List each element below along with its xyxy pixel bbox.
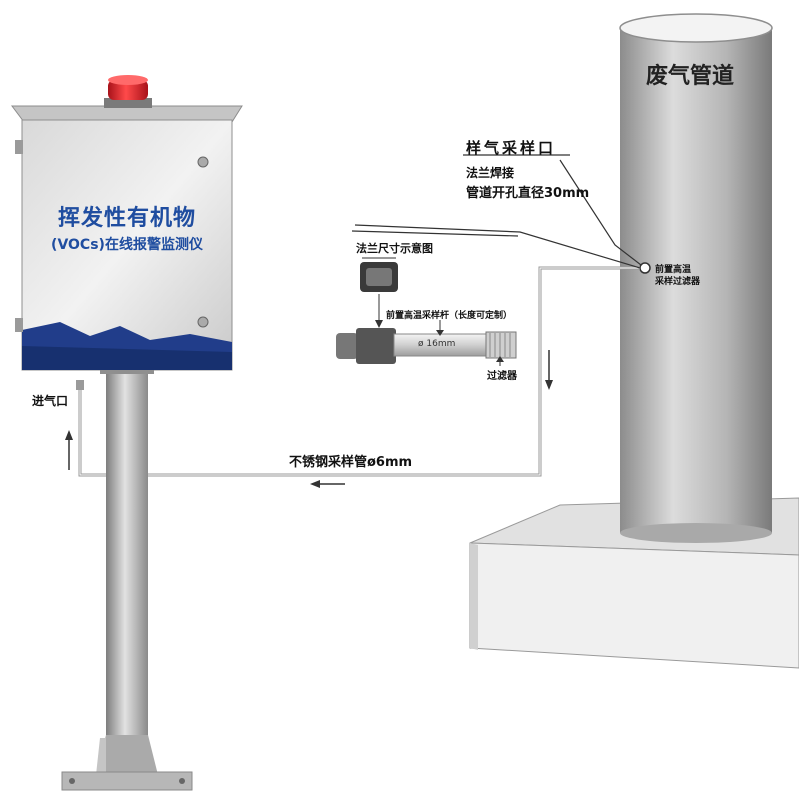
leader-line-flange — [354, 224, 641, 269]
probe-diameter-label: ø 16mm — [418, 339, 456, 349]
support-pole — [61, 372, 193, 791]
flange-weld-label: 法兰焊接 — [466, 166, 515, 180]
probe-rod-illustration — [336, 320, 517, 366]
monitor-cabinet — [11, 105, 243, 374]
flange-diagram-label: 法兰尺寸示意图 — [356, 242, 433, 255]
probe-rod-label: 前置高温采样杆（长度可定制） — [386, 311, 513, 321]
front-filter-label-2: 采样过滤器 — [655, 277, 701, 287]
pipe-hole-label: 管道开孔直径30mm — [466, 186, 590, 201]
alarm-beacon-icon — [104, 75, 152, 108]
flow-arrow-up — [65, 430, 73, 470]
sample-port-ring — [639, 262, 651, 274]
cabinet-title: 挥发性有机物 — [57, 206, 196, 231]
flange-illustration — [360, 257, 398, 328]
filter-label: 过滤器 — [487, 371, 517, 382]
flow-arrow-down — [545, 350, 553, 390]
waste-gas-pipe — [619, 13, 773, 543]
inlet-stub — [76, 380, 84, 390]
sample-port-label: 样气采样口 — [466, 139, 557, 157]
pipe-name-label: 废气管道 — [646, 64, 735, 89]
flow-arrow-left — [310, 480, 345, 488]
leader-line-port — [559, 159, 642, 266]
cabinet-subtitle: (VOCs)在线报警监测仪 — [51, 237, 203, 253]
tube-label: 不锈钢采样管ø6mm — [289, 455, 413, 470]
inlet-label: 进气口 — [32, 394, 69, 408]
front-filter-label-1: 前置高温 — [655, 265, 692, 275]
